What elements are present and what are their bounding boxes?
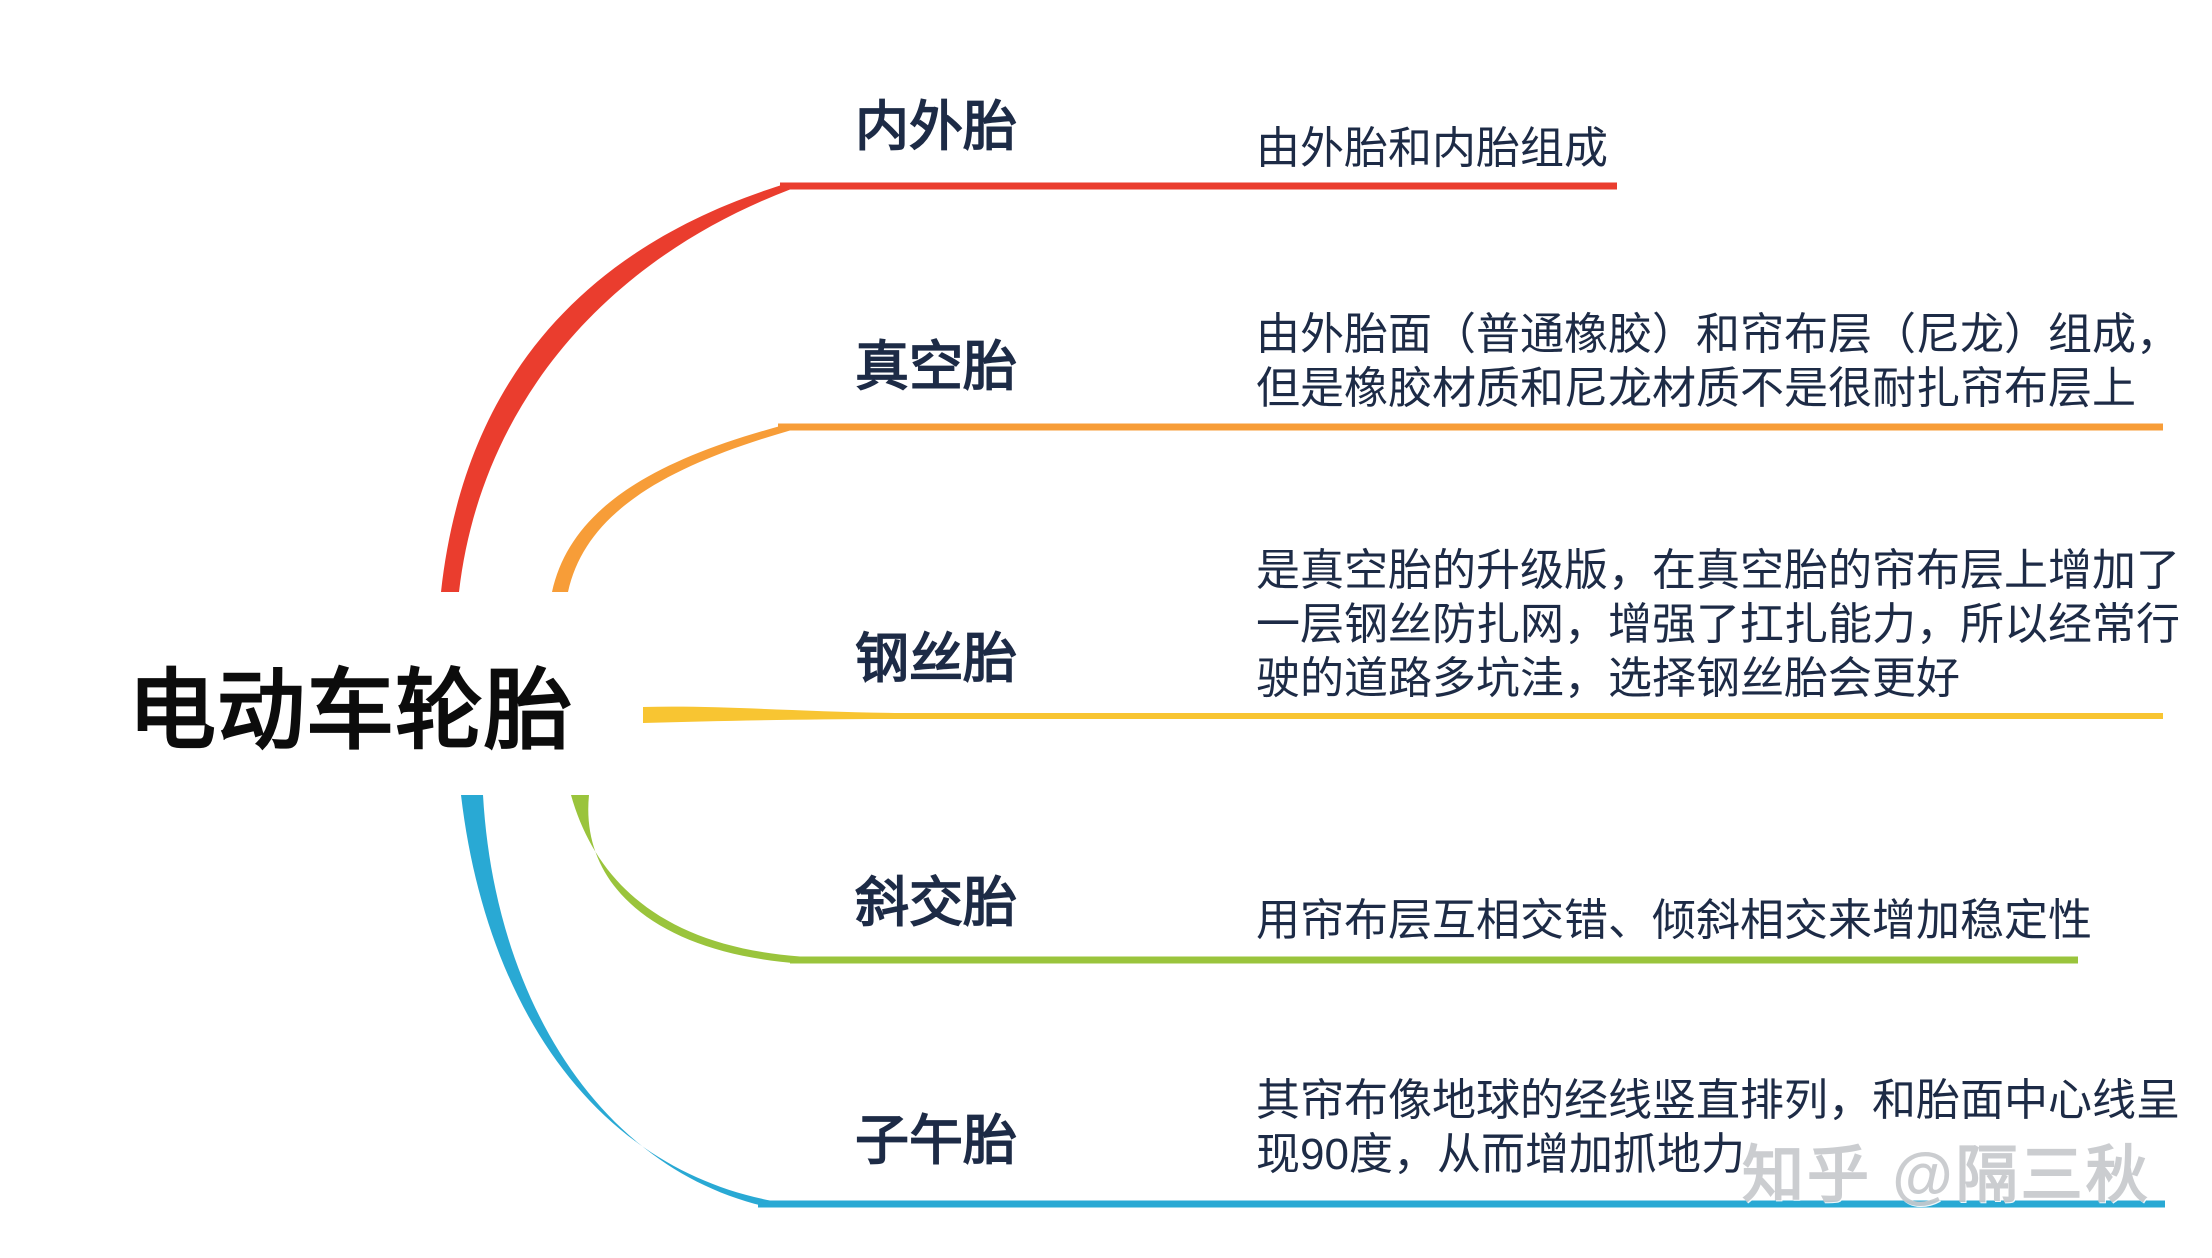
branch-curve-vacuum-tire [552,423,790,592]
branch-description-radial-tire: 其帘布像地球的经线竖直排列，和胎面中心线呈现90度，从而增加抓地力 [1256,1076,2180,1179]
zhihu-watermark: 知乎 @隔三秋 [1742,1141,2151,1210]
branch-label-bias-tire: 斜交胎 [855,873,1017,933]
central-topic-label: 电动车轮胎 [128,661,574,760]
branch-curve-bias-tire [571,795,800,964]
branch-label-vacuum-tire: 真空胎 [855,337,1017,397]
branch-label-inner-outer-tire: 内外胎 [855,97,1017,157]
branch-label-steel-wire-tire: 钢丝胎 [855,629,1017,689]
branch-description-inner-outer-tire: 由外胎和内胎组成 [1256,124,1608,173]
branch-curve-steel-wire-tire [643,706,900,723]
branch-curve-inner-outer-tire [441,182,790,592]
branch-description-vacuum-tire: 由外胎面（普通橡胶）和帘布层（尼龙）组成，但是橡胶材质和尼龙材质不是很耐扎帘布层… [1256,310,2180,413]
branch-label-radial-tire: 子午胎 [855,1111,1017,1171]
branch-description-steel-wire-tire: 是真空胎的升级版，在真空胎的帘布层上增加了一层钢丝防扎网，增强了扛扎能力，所以经… [1256,546,2180,703]
branch-curve-radial-tire [461,795,770,1208]
branch-description-bias-tire: 用帘布层互相交错、倾斜相交来增加稳定性 [1256,896,2092,945]
